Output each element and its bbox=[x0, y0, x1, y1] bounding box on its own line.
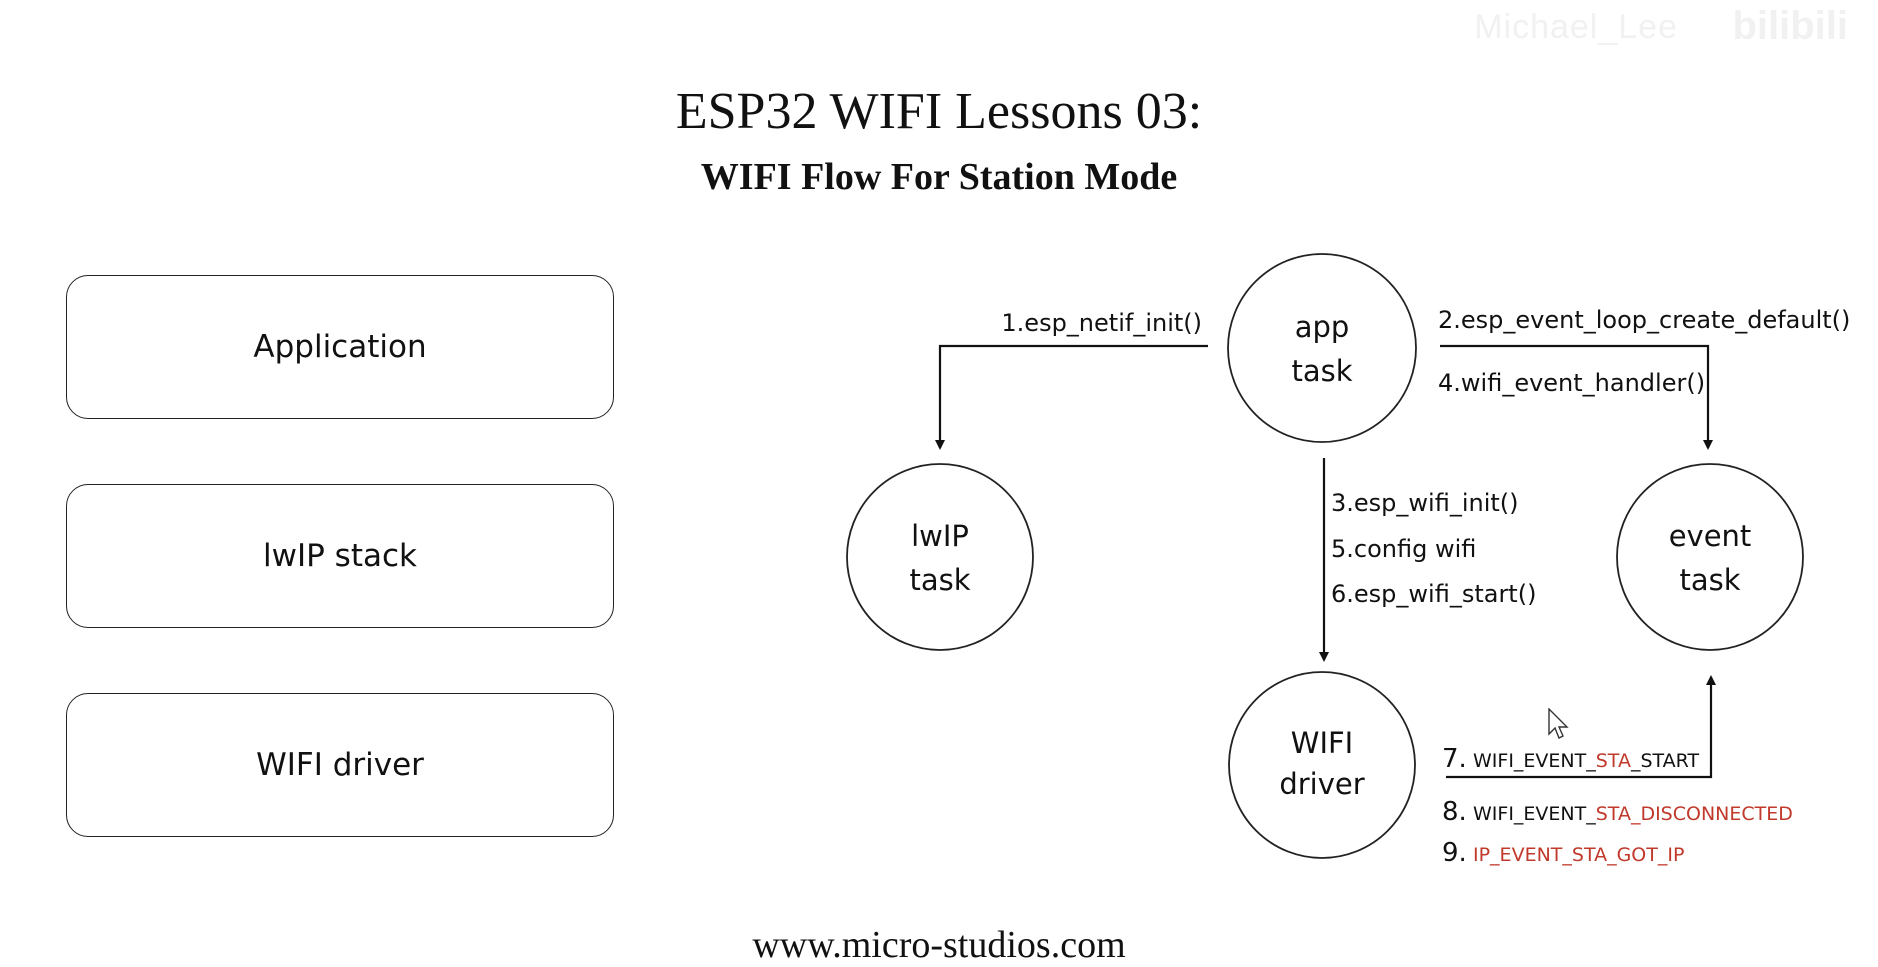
layer-box-lwip-stack: lwIP stack bbox=[66, 484, 614, 628]
event-text-9: IP_EVENT_STA_GOT_IP bbox=[1473, 844, 1684, 866]
event-num-9: 9. bbox=[1442, 838, 1467, 868]
event-text-8: WIFI_EVENT_STA_DISCONNECTED bbox=[1473, 803, 1793, 825]
footer-url: www.micro-studios.com bbox=[752, 924, 1126, 966]
event-9-part-1: IP_EVENT_STA_GOT_IP bbox=[1473, 844, 1684, 866]
node-wifi-driver-line2: driver bbox=[1279, 767, 1364, 801]
mouse-cursor-icon bbox=[1548, 708, 1569, 739]
event-8-part-1: WIFI_EVENT_ bbox=[1473, 803, 1596, 825]
node-app-task-line2: task bbox=[1291, 354, 1352, 388]
event-text-7: WIFI_EVENT_STA_START bbox=[1473, 750, 1699, 772]
bilibili-logo: bilibili bbox=[1732, 4, 1848, 48]
node-event-task-line2: task bbox=[1679, 563, 1740, 597]
arrow-driver-to-event bbox=[1446, 675, 1716, 779]
node-event-task-line1: event bbox=[1669, 519, 1752, 553]
layer-box-application: Application bbox=[66, 275, 614, 419]
node-app-task-line1: app bbox=[1295, 310, 1350, 344]
edge-label-step3: 3.esp_wifi_init() bbox=[1331, 489, 1519, 517]
page-subtitle: WIFI Flow For Station Mode bbox=[700, 156, 1178, 198]
event-num-8: 8. bbox=[1442, 797, 1467, 827]
arrow-app-to-event bbox=[1440, 344, 1713, 450]
node-app-task-circle bbox=[1227, 253, 1417, 443]
layer-label-application: Application bbox=[253, 329, 427, 365]
edge-label-step5: 5.config wifi bbox=[1331, 535, 1476, 563]
edge-label-step6: 6.esp_wifi_start() bbox=[1331, 580, 1536, 608]
node-lwip-task-circle bbox=[846, 463, 1034, 651]
event-num-7: 7. bbox=[1442, 744, 1467, 774]
page-title: ESP32 WIFI Lessons 03: bbox=[675, 83, 1203, 140]
node-event-task-circle bbox=[1616, 463, 1804, 651]
node-event-task: event task bbox=[1616, 463, 1804, 651]
layer-label-wifi-driver: WIFI driver bbox=[256, 747, 424, 783]
node-lwip-task: lwIP task bbox=[846, 463, 1034, 651]
node-lwip-task-line2: task bbox=[909, 563, 970, 597]
event-7-part-1: WIFI_EVENT_ bbox=[1473, 750, 1596, 772]
node-wifi-driver-line1: WIFI bbox=[1291, 726, 1353, 760]
edge-label-step4: 4.wifi_event_handler() bbox=[1438, 369, 1705, 397]
event-7-part-3: _START bbox=[1630, 750, 1700, 772]
layer-label-lwip-stack: lwIP stack bbox=[263, 538, 417, 574]
node-wifi-driver-circle bbox=[1228, 671, 1416, 859]
node-app-task: app task bbox=[1227, 253, 1417, 443]
event-item-8: 8. WIFI_EVENT_STA_DISCONNECTED bbox=[1442, 797, 1793, 827]
node-lwip-task-line1: lwIP bbox=[911, 519, 969, 553]
event-item-7: 7. WIFI_EVENT_STA_START bbox=[1442, 744, 1699, 774]
event-7-part-2: STA bbox=[1596, 750, 1631, 772]
edge-label-step2: 2.esp_event_loop_create_default() bbox=[1438, 306, 1850, 334]
edge-label-step1: 1.esp_netif_init() bbox=[1001, 309, 1202, 337]
event-8-part-2: STA_DISCONNECTED bbox=[1596, 803, 1793, 825]
watermark-name: Michael_Lee bbox=[1474, 8, 1678, 46]
node-wifi-driver: WIFI driver bbox=[1228, 671, 1416, 859]
arrow-app-to-lwip bbox=[935, 344, 1208, 450]
layer-box-wifi-driver: WIFI driver bbox=[66, 693, 614, 837]
event-item-9: 9. IP_EVENT_STA_GOT_IP bbox=[1442, 838, 1684, 868]
